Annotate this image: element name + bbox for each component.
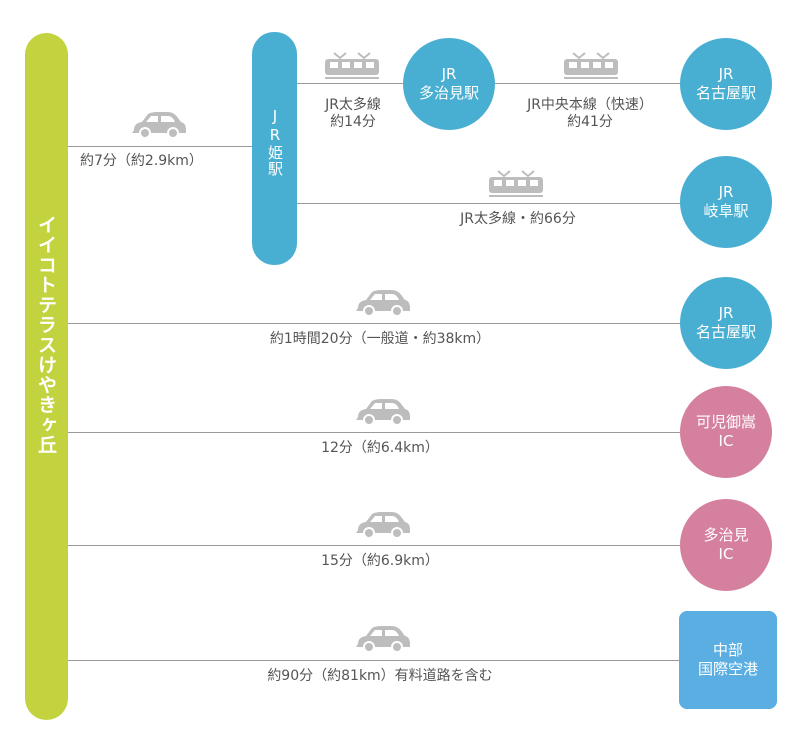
- node-tajimi-station-label: JR 多治見駅: [418, 65, 479, 102]
- line-hime-to-gifu: [297, 203, 680, 204]
- origin-label: イイコトテラスけやきヶ丘: [35, 215, 57, 455]
- node-nagoya-station-2-label: JR 名古屋駅: [695, 304, 756, 341]
- hime-station-bar: JR姫駅: [252, 32, 297, 265]
- node-gifu-station-label: JR 岐阜駅: [703, 183, 749, 220]
- car-icon: [356, 399, 410, 426]
- node-kani-ic: 可児御嵩 IC: [680, 386, 772, 478]
- node-nagoya-station-2: JR 名古屋駅: [680, 277, 772, 369]
- node-tajimi-ic: 多治見 IC: [680, 499, 772, 591]
- train-icon: [325, 52, 379, 79]
- line-hime-to-tajimi: [297, 83, 407, 84]
- node-tajimi-ic-label: 多治見 IC: [703, 526, 749, 563]
- node-nagoya-station-1: JR 名古屋駅: [680, 38, 772, 130]
- car-icon: [132, 112, 186, 139]
- line-origin-to-hime: [68, 146, 252, 147]
- car-icon: [356, 626, 410, 653]
- line-origin-to-nagoya: [68, 323, 680, 324]
- route-taita-to-tajimi-label: JR太多線 約14分: [325, 97, 381, 130]
- route-car-to-nagoya-label: 約1時間20分（一般道・約38km）: [269, 331, 491, 347]
- node-nagoya-station-1-label: JR 名古屋駅: [695, 65, 756, 102]
- hime-station-label: JR姫駅: [266, 107, 284, 177]
- route-car-to-hime-label: 約7分（約2.9km）: [80, 153, 203, 169]
- car-icon: [356, 512, 410, 539]
- route-car-to-kani-ic-label: 12分（約6.4km）: [321, 440, 439, 456]
- car-icon: [356, 290, 410, 317]
- line-origin-to-kani-ic: [68, 432, 680, 433]
- line-tajimi-to-nagoya: [495, 83, 680, 84]
- origin-bar: イイコトテラスけやきヶ丘: [25, 33, 68, 720]
- node-centrair-label: 中部 国際空港: [697, 641, 758, 678]
- node-gifu-station: JR 岐阜駅: [680, 156, 772, 248]
- train-icon: [564, 52, 618, 79]
- route-chuo-to-nagoya-label: JR中央本線（快速） 約41分: [527, 97, 653, 130]
- route-car-to-tajimi-ic-label: 15分（約6.9km）: [321, 553, 439, 569]
- line-origin-to-centrair: [68, 660, 680, 661]
- line-origin-to-tajimi-ic: [68, 545, 680, 546]
- route-taita-to-gifu-label: JR太多線・約66分: [460, 211, 576, 227]
- route-car-to-centrair-label: 約90分（約81km）有料道路を含む: [267, 668, 493, 684]
- node-centrair: 中部 国際空港: [679, 611, 777, 709]
- train-icon: [489, 170, 543, 197]
- node-tajimi-station: JR 多治見駅: [403, 38, 495, 130]
- node-kani-ic-label: 可児御嵩 IC: [695, 413, 756, 450]
